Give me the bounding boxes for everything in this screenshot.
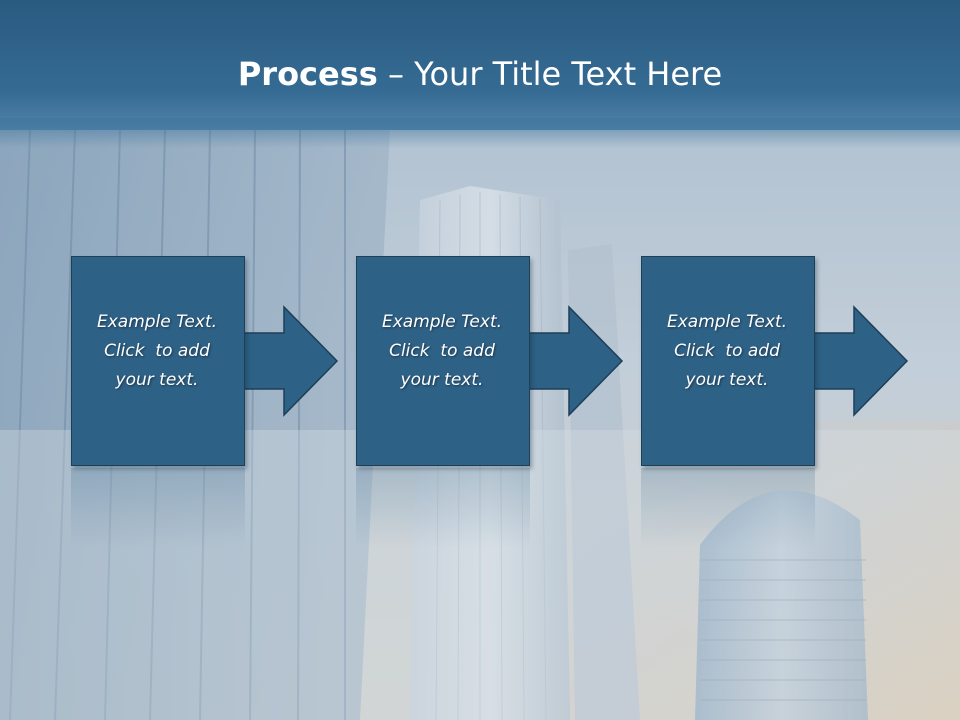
step-1-reflection <box>71 468 245 548</box>
step-3-reflection <box>641 468 815 548</box>
step-2-text[interactable]: Example Text. Click to add your text. <box>356 308 528 395</box>
step-3-line-2: Click to add <box>674 341 780 361</box>
slide-title-rest: – Your Title Text Here <box>377 55 723 93</box>
step-1-box[interactable]: Example Text. Click to add your text. <box>71 256 245 466</box>
step-3-box-fill <box>641 256 815 466</box>
step-3-line-1: Example Text. <box>666 312 788 332</box>
title-bar-fade <box>0 118 960 148</box>
step-2-reflection <box>356 468 530 548</box>
step-3-text[interactable]: Example Text. Click to add your text. <box>641 308 813 395</box>
step-2-box[interactable]: Example Text. Click to add your text. <box>356 256 530 466</box>
step-2-line-3: your text. <box>400 370 484 390</box>
step-3-line-3: your text. <box>685 370 769 390</box>
step-1-text[interactable]: Example Text. Click to add your text. <box>71 308 243 395</box>
step-2-line-2: Click to add <box>389 341 495 361</box>
step-3-box[interactable]: Example Text. Click to add your text. <box>641 256 815 466</box>
step-2-box-fill <box>356 256 530 466</box>
slide-title-bold: Process <box>237 55 378 93</box>
step-1-box-fill <box>71 256 245 466</box>
step-1-line-3: your text. <box>115 370 199 390</box>
slide-title[interactable]: Process – Your Title Text Here <box>0 52 960 96</box>
step-2-line-1: Example Text. <box>381 312 503 332</box>
step-1-line-1: Example Text. <box>96 312 218 332</box>
title-bar <box>0 0 960 130</box>
step-1-line-2: Click to add <box>104 341 210 361</box>
